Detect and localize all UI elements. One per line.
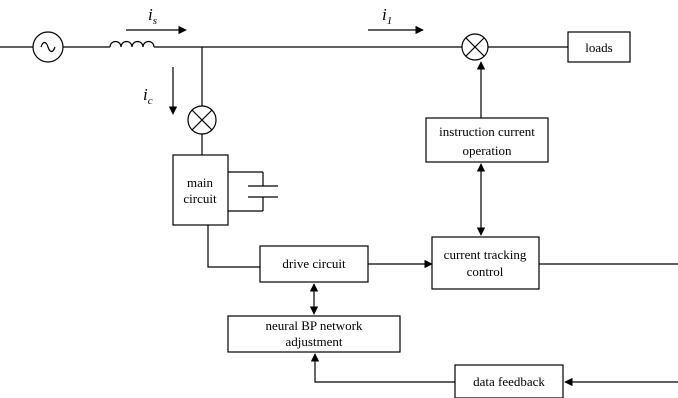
svg-text:operation: operation <box>462 143 512 158</box>
neural-bp-network-block: neural BP network adjustment <box>227 315 401 353</box>
svg-text:drive circuit: drive circuit <box>282 256 346 271</box>
instruction-current-operation-block: instruction current operation <box>425 117 549 163</box>
svg-text:main: main <box>187 175 213 190</box>
svg-text:instruction current: instruction current <box>439 124 535 139</box>
capacitor-icon <box>228 171 278 212</box>
svg-text:adjustment: adjustment <box>285 334 342 349</box>
svg-text:circuit: circuit <box>183 191 217 206</box>
load-current-label: i1 <box>382 5 392 27</box>
main-circuit-block: main circuit <box>172 154 229 226</box>
data-feedback-block: data feedback <box>454 364 564 398</box>
load-summing-junction-icon <box>461 33 489 61</box>
drive-circuit-block: drive circuit <box>259 245 369 283</box>
current-tracking-control-block: current tracking control <box>431 236 540 290</box>
comp-summing-junction-icon <box>187 105 217 135</box>
svg-text:current tracking: current tracking <box>444 247 527 262</box>
svg-text:control: control <box>467 264 504 279</box>
inductor-icon <box>109 40 155 48</box>
ac-source-icon <box>0 31 110 63</box>
svg-text:data feedback: data feedback <box>473 374 545 389</box>
source-current-label: is <box>148 5 157 27</box>
svg-text:loads: loads <box>585 40 612 55</box>
loads-block: loads <box>567 31 631 63</box>
comp-current-label: ic <box>143 85 153 107</box>
svg-text:neural BP network: neural BP network <box>266 318 363 333</box>
